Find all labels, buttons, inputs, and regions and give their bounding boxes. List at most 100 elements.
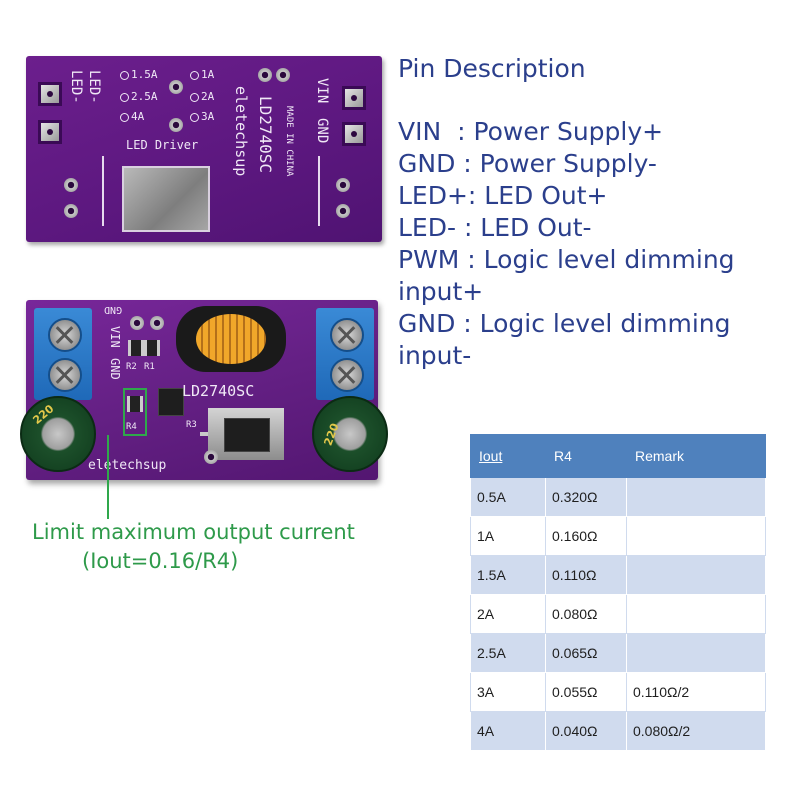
gnd-pad xyxy=(342,122,366,146)
table-row: 1.5A 0.110Ω xyxy=(470,555,766,595)
cell-r4: 0.110Ω xyxy=(545,555,627,595)
pcb-top-view: LED- LED- 1.5A 1A 2.5A 2A 4A 3A LED Driv… xyxy=(26,56,382,242)
callout-pointer xyxy=(107,435,109,519)
silk-model: LD2740SC xyxy=(182,382,255,400)
header-remark: Remark xyxy=(626,434,766,478)
silk-r2: R2 xyxy=(126,362,137,372)
cap-mark-left: 220 xyxy=(30,402,57,427)
mosfet-body xyxy=(224,418,270,452)
silk-trace-2 xyxy=(318,156,320,226)
table-row: 0.5A 0.320Ω xyxy=(470,477,766,517)
via-top-2 xyxy=(276,68,290,82)
silk-gnd: GND xyxy=(314,118,330,144)
via-left-1 xyxy=(64,178,78,192)
resistor-table: Iout R4 Remark 0.5A 0.320Ω 1A 0.160Ω 1.5… xyxy=(470,434,766,751)
silk-trace-1 xyxy=(102,156,104,226)
callout-text-line1: Limit maximum output current xyxy=(32,520,355,544)
r4-highlight-box xyxy=(123,388,147,436)
via-top-1 xyxy=(258,68,272,82)
table-row: 1A 0.160Ω xyxy=(470,516,766,556)
callout-text-line2: (Iout=0.16/R4) xyxy=(82,549,239,573)
pin-led-minus: LED- : LED Out- xyxy=(398,213,592,242)
jumper-via-2 xyxy=(169,118,183,132)
cell-iout: 0.5A xyxy=(470,477,546,517)
silk-opt-1-5a: 1.5A xyxy=(120,68,158,81)
cell-r4: 0.160Ω xyxy=(545,516,627,556)
terminal-block-right xyxy=(316,308,374,400)
mosfet-leg xyxy=(200,432,208,436)
led-minus-pad-1 xyxy=(38,82,62,106)
screw-icon xyxy=(48,358,82,392)
capacitor-right: 220 xyxy=(312,396,388,472)
capacitor-left: 220 xyxy=(20,396,96,472)
vin-pad xyxy=(342,86,366,110)
pin-gnd-dimming: GND : Logic level dimming input- xyxy=(398,309,739,370)
cell-remark xyxy=(626,633,766,673)
pin-led-plus: LED+: LED Out+ xyxy=(398,181,608,210)
header-iout: Iout xyxy=(470,434,546,478)
via-3 xyxy=(204,450,218,464)
via-2 xyxy=(150,316,164,330)
jumper-via-1 xyxy=(169,80,183,94)
cell-iout: 1A xyxy=(470,516,546,556)
table-row: 4A 0.040Ω 0.080Ω/2 xyxy=(470,711,766,751)
pin-description-title: Pin Description xyxy=(398,54,586,83)
silk-opt-3a: 3A xyxy=(190,110,214,123)
silk-opt-4a: 4A xyxy=(120,110,144,123)
table-row: 3A 0.055Ω 0.110Ω/2 xyxy=(470,672,766,712)
silk-brand: eletechsup xyxy=(88,458,167,473)
screw-icon xyxy=(330,358,364,392)
screw-icon xyxy=(330,318,364,352)
pin-gnd-power: GND : Power Supply- xyxy=(398,149,657,178)
resistor-r4 xyxy=(127,396,143,412)
silk-opt-2a: 2A xyxy=(190,90,214,103)
cell-iout: 4A xyxy=(470,711,546,751)
silk-gnd-top: GND xyxy=(104,304,123,315)
via-right-1 xyxy=(336,178,350,192)
pcb-component-view: GND VIN GND R2 R1 R4 LD2740SC R3 eletech… xyxy=(20,300,388,480)
silk-opt-2-5a: 2.5A xyxy=(120,90,158,103)
cell-r4: 0.065Ω xyxy=(545,633,627,673)
cell-remark xyxy=(626,555,766,595)
silk-opt-1a: 1A xyxy=(190,68,214,81)
cap-mark-right: 220 xyxy=(321,421,342,448)
table-row: 2A 0.080Ω xyxy=(470,594,766,634)
silk-gnd: GND xyxy=(108,358,122,380)
copper-pour xyxy=(122,166,210,232)
cell-r4: 0.320Ω xyxy=(545,477,627,517)
silk-r3: R3 xyxy=(186,420,197,430)
via-1 xyxy=(130,316,144,330)
pin-vin: VIN : Power Supply+ xyxy=(398,117,664,146)
ic-chip xyxy=(158,388,184,416)
table-row: 2.5A 0.065Ω xyxy=(470,633,766,673)
cell-iout: 2A xyxy=(470,594,546,634)
copper-coil xyxy=(196,314,266,364)
silk-r1: R1 xyxy=(144,362,155,372)
silk-r4: R4 xyxy=(126,422,137,432)
terminal-block-left xyxy=(34,308,92,400)
resistor-r2 xyxy=(128,340,144,356)
cell-iout: 1.5A xyxy=(470,555,546,595)
led-minus-pad-2 xyxy=(38,120,62,144)
cell-iout: 3A xyxy=(470,672,546,712)
silk-made-in: MADE IN CHINA xyxy=(284,106,294,177)
cell-remark: 0.110Ω/2 xyxy=(626,672,766,712)
cell-r4: 0.055Ω xyxy=(545,672,627,712)
inductor xyxy=(176,306,286,372)
cell-remark: 0.080Ω/2 xyxy=(626,711,766,751)
cell-remark xyxy=(626,594,766,634)
resistor-r1 xyxy=(144,340,160,356)
silk-vin: VIN xyxy=(108,326,122,348)
cell-iout: 2.5A xyxy=(470,633,546,673)
table-header-row: Iout R4 Remark xyxy=(470,434,766,478)
pin-pwm: PWM : Logic level dimming input+ xyxy=(398,245,743,306)
cell-r4: 0.080Ω xyxy=(545,594,627,634)
silk-brand: eletechsup xyxy=(232,86,250,177)
cell-remark xyxy=(626,477,766,517)
via-right-2 xyxy=(336,204,350,218)
silk-led-minus-left: LED- xyxy=(68,70,84,104)
silk-model: LD2740SC xyxy=(256,96,275,174)
via-left-2 xyxy=(64,204,78,218)
silk-led-driver: LED Driver xyxy=(126,138,199,152)
silk-led-minus-right: LED- xyxy=(86,70,102,104)
